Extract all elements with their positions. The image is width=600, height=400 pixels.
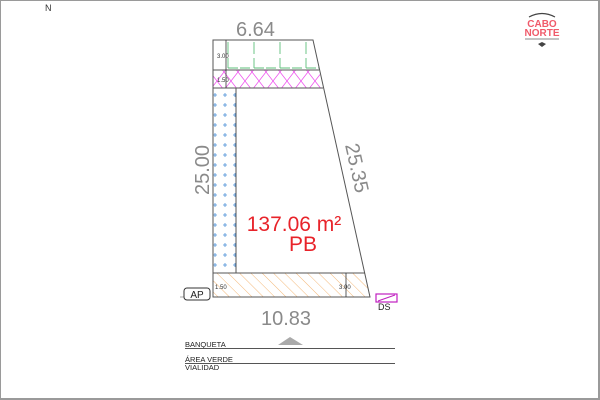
vialidad-label: VIALIDAD bbox=[185, 363, 220, 372]
ap-label: AP bbox=[190, 290, 204, 301]
ds-marker bbox=[375, 293, 398, 303]
logo-line1: CABO bbox=[527, 19, 557, 30]
north-label: N bbox=[45, 3, 52, 13]
dim-bottom: 10.83 bbox=[261, 308, 311, 330]
dim-top: 6.64 bbox=[236, 19, 275, 41]
dim-left: 25.00 bbox=[192, 145, 214, 195]
logo-line2: NORTE bbox=[525, 28, 560, 39]
ap-marker bbox=[183, 287, 211, 301]
area-level: PB bbox=[289, 233, 317, 256]
lot-outline bbox=[212, 39, 371, 298]
setback-rear-left: 1.50 bbox=[215, 285, 227, 291]
rear-setback bbox=[213, 273, 370, 297]
setback-rear-right: 3.00 bbox=[339, 285, 351, 291]
pink-band bbox=[213, 70, 323, 88]
north-arrow-icon bbox=[278, 337, 303, 345]
dim-right: 25.35 bbox=[340, 141, 372, 195]
green-zone bbox=[226, 40, 319, 70]
ds-label: DS bbox=[378, 302, 391, 312]
blue-strip bbox=[213, 88, 236, 273]
area-value: 137.06 m² bbox=[247, 213, 342, 236]
area-verde-label: ÁREA VERDE bbox=[185, 355, 233, 364]
cabo-norte-logo: CABO NORTE bbox=[525, 12, 560, 47]
banqueta-label: BANQUETA bbox=[185, 340, 226, 349]
setback-front: 3.00 bbox=[217, 54, 229, 60]
setback-pink: 1.50 bbox=[217, 78, 229, 84]
